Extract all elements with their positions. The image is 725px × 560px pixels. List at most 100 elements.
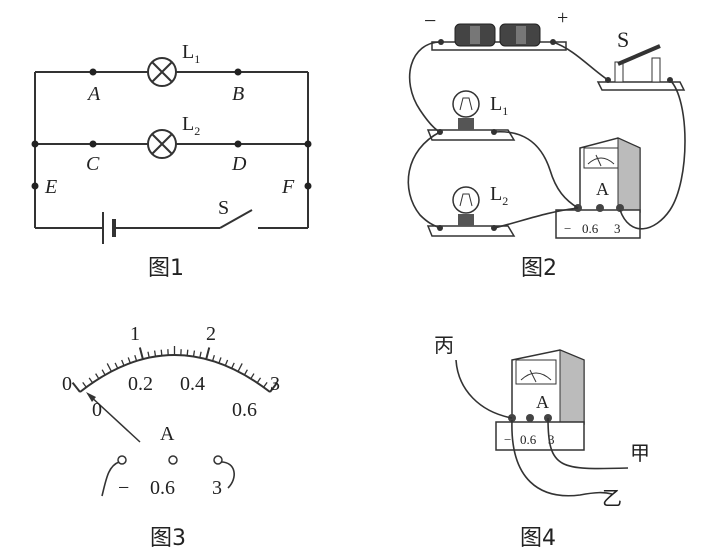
bottom-scale-06: 0.6 [232,399,257,421]
dial-tick [211,354,215,362]
terminal-3-wire [220,461,235,489]
figure4-caption: 图4 [520,526,556,551]
lamp-l1-label: L1 [182,41,200,66]
wire-jia-label: 甲 [630,443,650,465]
dial-tick [256,377,262,384]
wire-jia [547,417,629,470]
point-e-label: E [44,176,57,198]
top-scale-1: 1 [130,323,140,345]
terminal-minus-post [117,455,127,465]
dial-tick [127,357,131,364]
figure1-circuit: A B C D E F S L1 L2 图1 [31,41,312,281]
switch-s-label: S [218,197,229,219]
dial-tick [88,377,94,384]
top-scale-0: 0 [62,373,72,395]
figure3-dial: 0 1 2 3 0 0.2 0.4 0.6 A − 0.6 3 图3 [62,323,280,551]
lamp-l1-symbol [147,57,177,87]
dial-tick [153,350,157,357]
wire-l1-l2 [407,131,441,229]
lamp-l2-bulb [426,186,516,237]
knife-switch [596,44,686,91]
wire-bing [455,359,513,419]
figure2-l1-label: L1 [490,93,508,118]
figure1-caption: 图1 [148,256,184,281]
dial-tick [192,350,196,357]
figure4-terminal-06: 0.6 [520,432,537,447]
dial-tick [231,362,235,369]
point-a-label: A [86,83,101,105]
dial-tick [71,381,81,393]
switch-blade [219,209,253,229]
figure2-l2-label: L2 [490,183,508,208]
figure4-terminal-minus: − [504,432,511,447]
point-b-label: B [232,83,244,105]
dial-tick [237,363,243,372]
dial-tick [269,381,279,393]
bottom-scale-04: 0.4 [180,373,205,395]
dial-tick [186,349,189,356]
top-scale-3: 3 [270,373,280,395]
point-f-label: F [281,176,295,198]
bottom-scale-02: 0.2 [128,373,153,395]
dial-tick [106,363,112,372]
dial-tick [82,382,87,388]
wire-battery-l1 [408,41,442,133]
figure4-ammeter: A − 0.6 3 丙 甲 乙 图4 [434,335,650,551]
wire-switch-ammeter [619,79,686,230]
dial-tick [224,359,229,366]
dial-tick [114,362,119,369]
wire-l1-ammeter [493,130,579,209]
wire-battery-switch [552,41,609,81]
figure3-terminal-3: 3 [212,477,222,499]
figure4-terminal-3: 3 [548,432,555,447]
battery-pack [431,23,567,51]
figure3-unit: A [160,423,175,445]
figure4-ammeter-unit: A [536,392,549,412]
figure3-terminal-06: 0.6 [150,477,175,499]
dial-tick [95,373,100,380]
ammeter-device [555,137,641,239]
dial-tick [263,381,268,388]
dial-tick [101,369,106,376]
dial-tick [218,357,222,364]
dial-tick [205,347,211,360]
dial-tick [160,349,163,356]
wire-yi [511,419,613,497]
dial-tick [250,373,255,380]
wire-l2-ammeter [493,207,579,229]
pointer-arrowhead [86,392,96,402]
figure2-terminal-minus: − [564,221,571,236]
wire-bing-label: 丙 [434,335,454,357]
terminal-06-post [168,455,178,465]
point-d-label: D [231,153,247,175]
lamp-l2-symbol [147,129,177,159]
wire-yi-label: 乙 [602,488,622,510]
ammeter-device-4 [495,349,585,451]
battery-plus-label: + [557,7,568,29]
lamp-l2-label: L2 [182,113,200,138]
figure2-terminal-06: 0.6 [582,221,599,236]
dial-tick [138,347,144,360]
junction-dots [31,68,312,190]
point-c-label: C [86,153,100,175]
figure2-terminal-3: 3 [614,221,621,236]
figure2-ammeter-unit: A [596,179,609,199]
figure2-physical-circuit: − + S L1 L [407,7,686,281]
top-scale-2: 2 [206,323,216,345]
terminal-3-post [213,455,223,465]
battery-minus-label: − [424,8,436,33]
figure2-caption: 图2 [521,256,557,281]
figure3-terminal-minus: − [118,477,129,499]
dial-tick [134,354,138,362]
dial-arc [79,354,271,393]
bottom-scale-0: 0 [92,399,102,421]
figure2-switch-label: S [617,27,629,52]
dial-ticks [71,346,279,393]
dial-tick [147,351,150,358]
dial-tick [243,369,248,376]
dial-tick [199,351,202,358]
dial-tick [121,359,125,366]
terminal-minus-wire [101,461,120,497]
dial-pointer [87,393,141,443]
